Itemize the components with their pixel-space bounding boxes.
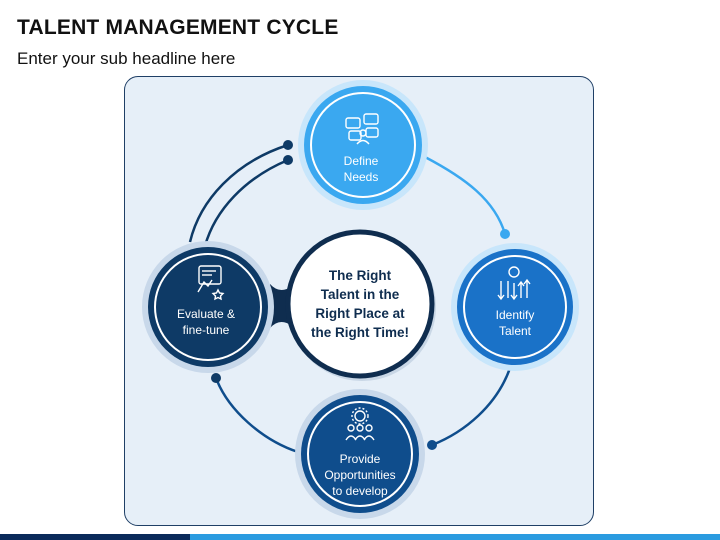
needs-chat-icon [345, 113, 379, 145]
label-provide-opportunities: Provide Opportunities to develop [305, 451, 415, 499]
label-line: Provide [339, 452, 381, 466]
label-evaluate: Evaluate & fine-tune [151, 306, 261, 338]
page-title: TALENT MANAGEMENT CYCLE [17, 16, 339, 39]
center-message: The Right Talent in the Right Place at t… [300, 266, 420, 342]
label-line: fine-tune [182, 323, 230, 337]
center-line: the Right Time! [310, 325, 409, 340]
label-define-needs: Define Needs [306, 153, 416, 185]
evaluate-screen-icon [197, 265, 225, 301]
connector-dot [500, 229, 510, 239]
connector-dot [283, 140, 293, 150]
node-provide-opportunities [295, 389, 425, 519]
footer-bar [0, 534, 720, 540]
label-line: Opportunities [324, 468, 396, 482]
node-evaluate [142, 241, 274, 373]
page-subtitle: Enter your sub headline here [17, 49, 236, 68]
connector-evaluate-define-outer [188, 143, 289, 243]
connector-provide-evaluate [214, 377, 299, 454]
center-line: Talent in the [320, 287, 400, 302]
footer-bar-dark [0, 534, 190, 540]
center-circle [285, 229, 435, 379]
node-define-needs [298, 80, 428, 210]
connector-dot [211, 373, 221, 383]
label-line: to develop [332, 484, 388, 498]
people-gear-icon [345, 407, 375, 441]
connector-dot [427, 440, 437, 450]
label-identify-talent: Identify Talent [460, 307, 570, 339]
identify-arrows-icon [497, 266, 531, 301]
center-line: The Right [328, 268, 392, 283]
label-line: Define [343, 154, 379, 168]
label-line: Talent [498, 324, 532, 338]
node-identify-talent [451, 243, 579, 371]
footer-bar-light [190, 534, 720, 540]
label-line: Needs [343, 170, 379, 184]
connector-evaluate-define-inner [203, 158, 289, 247]
connector-dot [283, 155, 293, 165]
label-line: Identify [495, 308, 535, 322]
center-line: Right Place at [315, 306, 405, 321]
label-line: Evaluate & [176, 307, 236, 321]
connector-identify-provide [431, 367, 512, 447]
connector-define-identify [424, 155, 507, 235]
